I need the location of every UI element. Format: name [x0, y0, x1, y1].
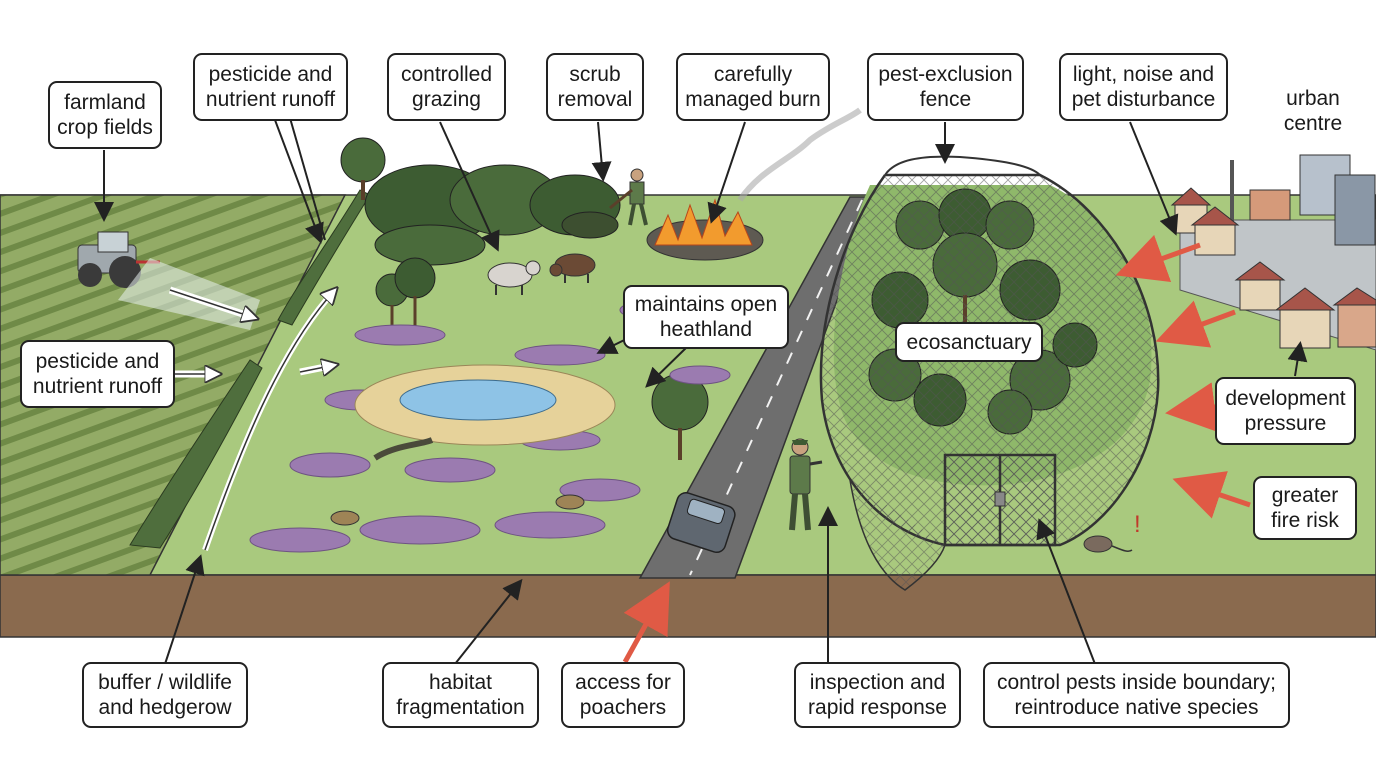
scrub-removal-worker	[561, 168, 648, 239]
label-runoff-top: pesticide and nutrient runoff	[193, 53, 348, 121]
label-managed-burn: carefully managed burn	[676, 53, 830, 121]
runoff-arrows	[168, 290, 335, 551]
heath-trees	[375, 257, 709, 460]
sanctuary-gate	[943, 453, 1057, 547]
label-scrub-removal: scrub removal	[546, 53, 644, 121]
label-ecosanctuary: ecosanctuary	[895, 322, 1043, 362]
label-farmland: farmland crop fields	[48, 81, 162, 149]
leader-arrows	[94, 117, 1308, 665]
label-inspection: inspection and rapid response	[794, 662, 961, 728]
pond	[354, 364, 616, 446]
lizard-icon	[373, 437, 434, 461]
label-grazing: controlled grazing	[387, 53, 506, 121]
label-poachers: access for poachers	[561, 662, 685, 728]
managed-burn	[646, 107, 862, 261]
label-fire-risk: greater fire risk	[1253, 476, 1357, 540]
car-icon	[666, 492, 736, 554]
threat-arrows	[622, 234, 1251, 664]
svg-text:!: !	[1134, 511, 1141, 538]
ground-birds	[330, 494, 585, 526]
rat-icon: !	[1083, 511, 1141, 553]
label-fence: pest-exclusion fence	[867, 53, 1024, 121]
hedgerow	[129, 189, 371, 549]
label-urban-centre: urban centre	[1283, 87, 1343, 135]
urban-buildings	[1170, 154, 1376, 351]
grazing-cattle	[487, 253, 596, 295]
label-fragmentation: habitat fragmentation	[382, 662, 539, 728]
label-runoff-left: pesticide and nutrient runoff	[20, 340, 175, 408]
heather-patches	[249, 300, 731, 553]
label-disturbance: light, noise and pet disturbance	[1059, 53, 1228, 121]
ranger-figure	[789, 438, 823, 531]
label-heathland: maintains open heathland	[623, 285, 789, 349]
label-development: development pressure	[1215, 377, 1356, 445]
label-buffer: buffer / wildlife and hedgerow	[82, 662, 248, 728]
label-control-pests: control pests inside boundary; reintrodu…	[983, 662, 1290, 728]
